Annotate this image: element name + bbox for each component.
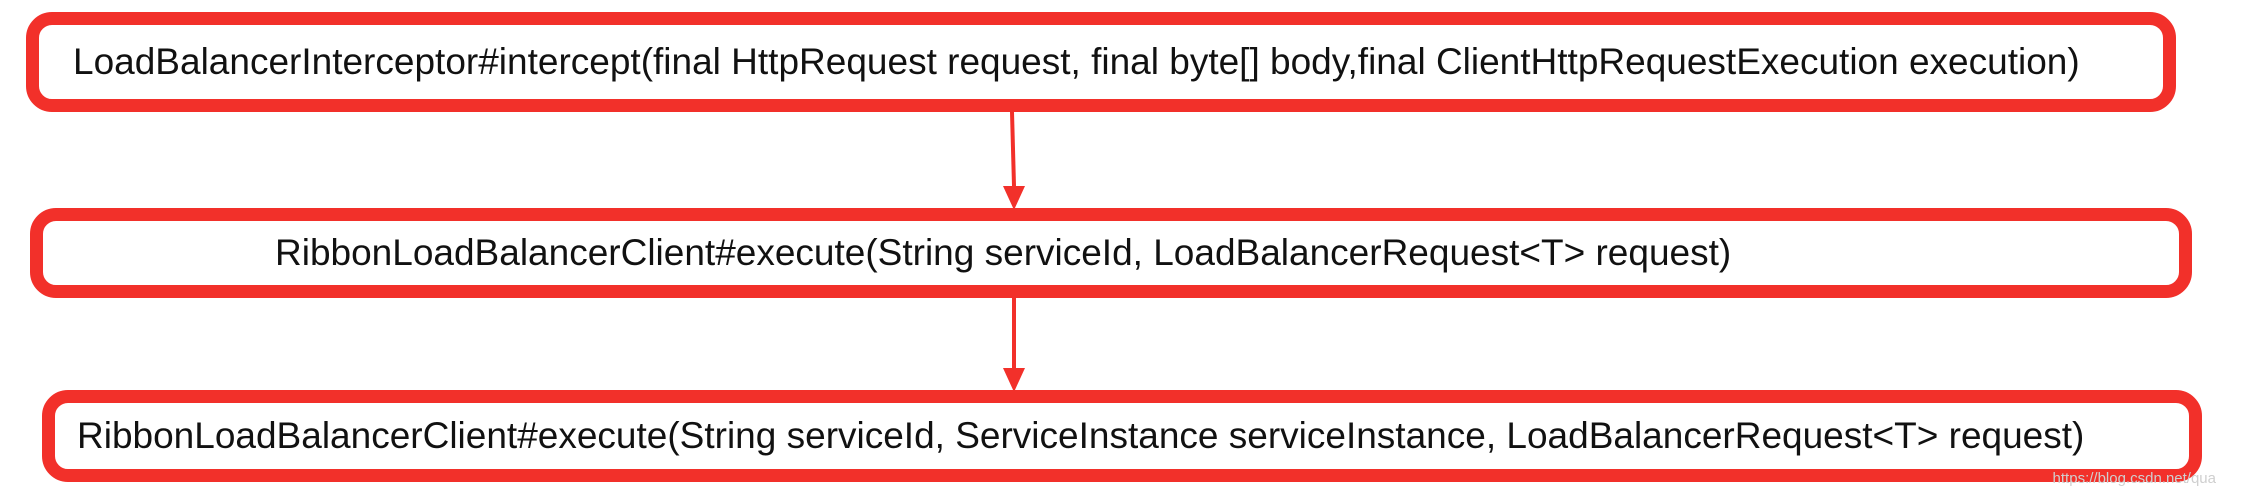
execute-node-1: RibbonLoadBalancerClient#execute(String …: [30, 208, 2192, 298]
interceptor-node: LoadBalancerInterceptor#intercept(final …: [26, 12, 2176, 112]
execute-node-1-label: RibbonLoadBalancerClient#execute(String …: [275, 232, 1732, 273]
watermark: https://blog.csdn.net/qua: [2052, 470, 2216, 487]
interceptor-node-label: LoadBalancerInterceptor#intercept(final …: [73, 41, 2080, 82]
arrowhead-execute-2: [1003, 368, 1025, 392]
arrow-interceptor-to-execute-1: [1010, 111, 1016, 187]
execute-node-2: RibbonLoadBalancerClient#execute(String …: [42, 390, 2202, 482]
execute-node-2-label: RibbonLoadBalancerClient#execute(String …: [77, 415, 2085, 456]
arrowhead-execute-1: [1003, 186, 1025, 210]
